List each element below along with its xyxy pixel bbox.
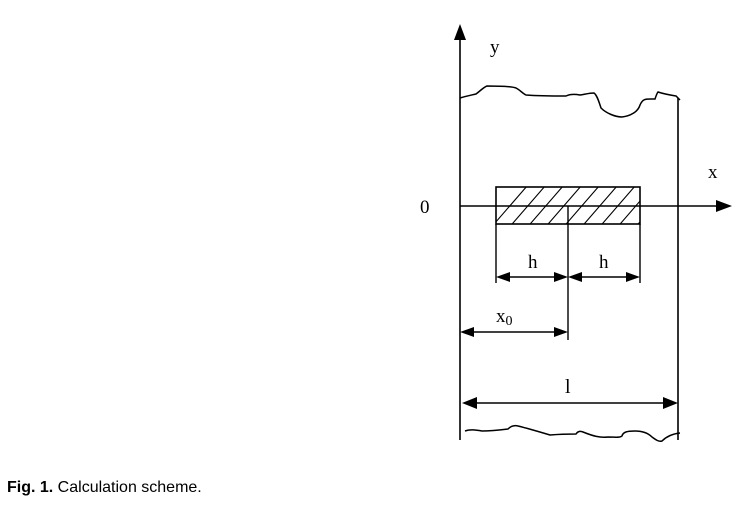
h-left-arrow-end <box>554 272 568 282</box>
x0-label: x0 <box>496 306 513 329</box>
h-left-label: h <box>528 252 538 273</box>
x0-arrow-start <box>460 327 474 337</box>
bottom-rough-boundary <box>464 424 681 442</box>
origin-label: 0 <box>420 197 430 218</box>
figure-caption-label: Fig. 1. <box>7 479 54 496</box>
x0-arrow-end <box>554 327 568 337</box>
l-label: l <box>565 376 571 398</box>
h-right-arrow-start <box>568 272 582 282</box>
h-left-arrow-start <box>496 272 510 282</box>
figure-caption: Fig. 1. Calculation scheme. <box>7 479 202 497</box>
top-rough-boundary <box>459 85 681 118</box>
h-right-label: h <box>599 252 609 273</box>
x-axis-label: x <box>708 162 718 183</box>
y-axis-arrowhead <box>454 24 466 40</box>
figure-caption-text: Calculation scheme. <box>53 479 202 496</box>
l-arrow-end <box>663 397 678 409</box>
l-arrow-start <box>462 397 477 409</box>
x0-label-base: x <box>496 306 506 327</box>
x0-label-subscript: 0 <box>506 314 513 329</box>
y-axis-label: y <box>490 37 500 58</box>
hatching <box>496 187 640 224</box>
h-right-arrow-end <box>626 272 640 282</box>
x-axis-arrowhead <box>716 200 732 212</box>
